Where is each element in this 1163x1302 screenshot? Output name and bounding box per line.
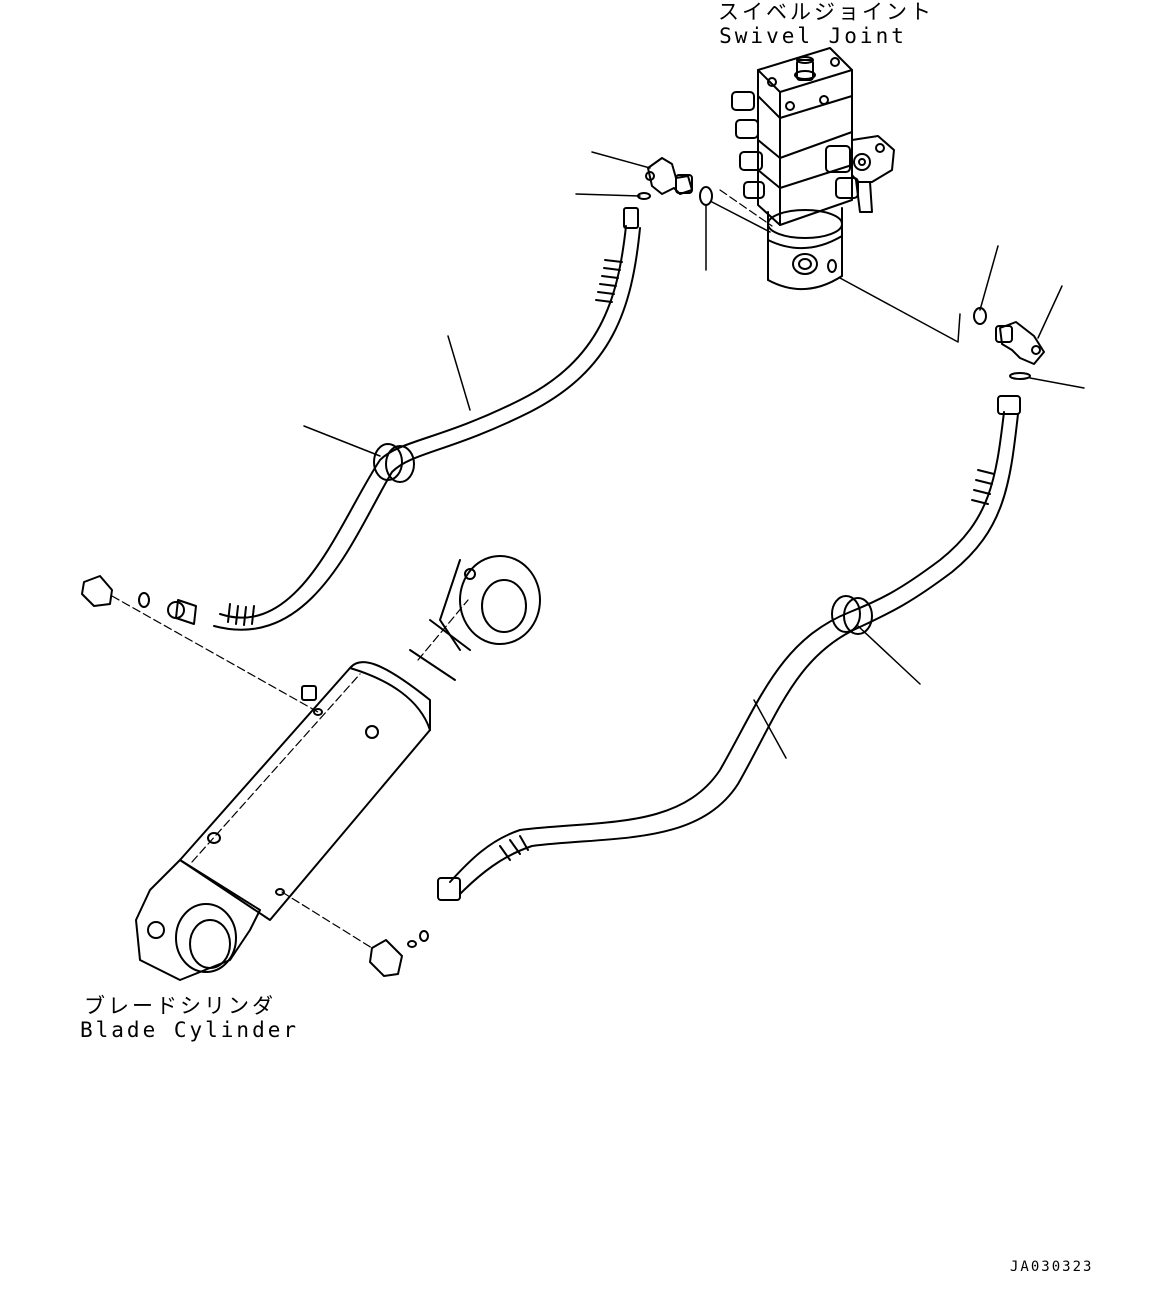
right-hose [437,395,1021,901]
left-hose [167,207,641,631]
right-elbow-fitting [995,321,1045,365]
blade-cylinder-label-en: Blade Cylinder [80,1018,300,1042]
blade-cylinder [135,555,541,981]
swivel-joint-label-jp: スイベルジョイント [718,0,934,24]
leader-lines [303,151,1085,759]
dashed-centerlines [111,189,773,949]
cylinder-fittings [81,575,429,977]
swivel-joint [731,47,895,290]
upper-elbow-fitting [645,157,693,195]
swivel-side-ports [731,91,859,199]
swivel-joint-label-en: Swivel Joint [719,24,907,48]
blade-cylinder-label-jp: ブレードシリンダ [84,994,276,1018]
drawing-code: JA030323 [1010,1259,1094,1275]
